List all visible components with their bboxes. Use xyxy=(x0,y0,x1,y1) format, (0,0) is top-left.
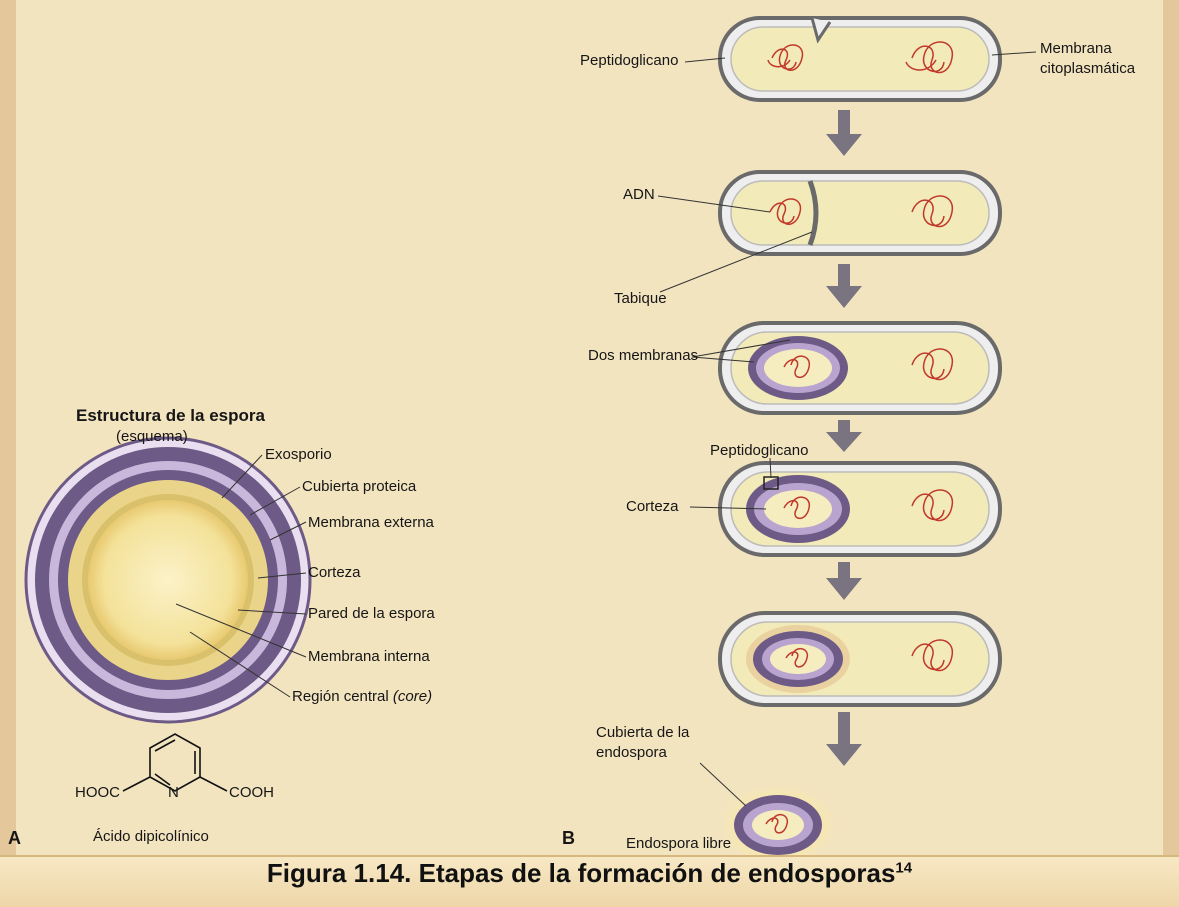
label-core: (core) xyxy=(393,688,432,705)
molecule-cooh: COOH xyxy=(229,784,274,801)
label-exosporio: Exosporio xyxy=(265,446,332,463)
label-membrana: Membrana xyxy=(1040,40,1112,57)
figure-caption: Figura 1.14. Etapas de la formación de e… xyxy=(0,858,1179,889)
label-cubierta-proteica: Cubierta proteica xyxy=(302,478,416,495)
stage-5-cell xyxy=(720,613,1000,705)
label-membrana-externa: Membrana externa xyxy=(308,514,434,531)
label-peptidoglicano-2: Peptidoglicano xyxy=(710,442,808,459)
label-membrana-interna: Membrana interna xyxy=(308,648,430,665)
label-adn: ADN xyxy=(623,186,655,203)
label-cubierta-endospora-1: Cubierta de la xyxy=(596,724,689,741)
spore-structure-diagram xyxy=(26,438,310,722)
spore-structure-title: Estructura de la espora xyxy=(76,406,265,426)
panel-b-letter: B xyxy=(562,828,575,849)
label-cubierta-endospora-2: endospora xyxy=(596,744,667,761)
caption-ref: 14 xyxy=(895,859,912,876)
label-pared-espora: Pared de la espora xyxy=(308,605,435,622)
caption-text: Figura 1.14. Etapas de la formación de e… xyxy=(267,858,896,888)
stage-1-cell xyxy=(720,18,1000,100)
label-dos-membranas: Dos membranas xyxy=(588,347,698,364)
label-citoplasmatica: citoplasmática xyxy=(1040,60,1135,77)
panel-a-letter: A xyxy=(8,828,21,849)
dna-coils xyxy=(766,42,952,833)
stage-2-cell xyxy=(720,172,1000,254)
dipicolinic-acid-molecule xyxy=(123,734,227,791)
spore-structure-subtitle: (esquema) xyxy=(116,428,188,445)
molecule-hooc: HOOC xyxy=(75,784,120,801)
stage-3-cell xyxy=(720,323,1000,413)
label-region-central-text: Región central xyxy=(292,688,389,705)
label-endospora-libre: Endospora libre xyxy=(626,835,731,852)
molecule-name: Ácido dipicolínico xyxy=(93,828,209,845)
molecule-n: N xyxy=(168,784,179,801)
label-region-central: Región central (core) xyxy=(292,688,432,705)
label-corteza-a: Corteza xyxy=(308,564,361,581)
label-tabique: Tabique xyxy=(614,290,667,307)
label-peptidoglicano: Peptidoglicano xyxy=(580,52,678,69)
label-corteza-b: Corteza xyxy=(626,498,679,515)
free-endospore xyxy=(720,785,836,865)
